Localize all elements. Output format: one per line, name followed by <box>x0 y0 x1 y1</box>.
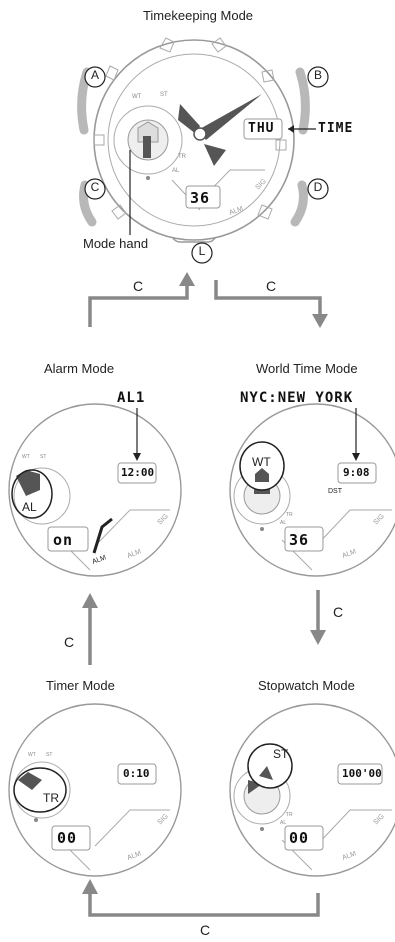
world-time-mode-mark: WT <box>252 455 271 469</box>
timer-mode-title: Timer Mode <box>46 678 115 693</box>
button-b-guard <box>295 67 310 135</box>
alarm-name-readout: AL1 <box>117 390 146 406</box>
stopwatch-seconds-readout: 00 <box>289 829 310 847</box>
hour-hand <box>178 104 200 134</box>
timer-watch: WT ST SIG ALM <box>8 703 182 877</box>
timer-mode-mark: TR <box>43 791 59 805</box>
time-callout: TIME <box>318 121 354 136</box>
world-seconds-readout: 36 <box>289 531 310 549</box>
day-display <box>243 118 283 140</box>
alarm-watch: WT ST ALM SIG ALM <box>8 403 182 577</box>
dst-label: DST <box>328 488 342 495</box>
svg-text:WT: WT <box>22 454 30 460</box>
world-time-mode-indicator <box>239 441 285 491</box>
alarm-time-readout: 12:00 <box>121 466 155 479</box>
seconds-display <box>185 185 221 209</box>
city-readout: NYC:NEW YORK <box>240 390 354 406</box>
button-d-guard <box>290 180 308 227</box>
button-d-label: D <box>313 180 323 194</box>
mode-hand <box>143 136 151 158</box>
svg-text:ALM: ALM <box>126 850 142 862</box>
stopwatch-mode-mark: ST <box>273 747 289 761</box>
button-c-label: C <box>90 180 100 194</box>
stopwatch-mode-title: Stopwatch Mode <box>258 678 355 693</box>
svg-text:WT: WT <box>132 94 142 100</box>
svg-text:ALM: ALM <box>91 554 107 566</box>
svg-text:AL: AL <box>280 520 286 526</box>
svg-text:AL: AL <box>172 168 180 174</box>
timer-mode-indicator <box>13 767 67 813</box>
arrow-label-c-3: C <box>64 634 75 650</box>
timer-time-readout: 0:10 <box>123 767 150 780</box>
svg-text:TR: TR <box>286 512 293 518</box>
minute-hand <box>198 94 262 140</box>
button-a-label: A <box>90 68 99 82</box>
timekeeping-mode-title: Timekeeping Mode <box>142 8 254 23</box>
svg-text:ST: ST <box>40 454 46 460</box>
world-time-readout: 9:08 <box>343 466 370 479</box>
button-a <box>84 66 106 88</box>
svg-text:ST: ST <box>160 92 168 98</box>
flow-arrows-top <box>88 280 322 327</box>
svg-text:TR: TR <box>286 812 293 818</box>
svg-text:WT: WT <box>28 752 36 758</box>
stopwatch-watch: TR AL SIG ALM <box>229 703 395 877</box>
timekeeping-watch: WT ST TR AL SIG ALM <box>77 37 329 264</box>
arrow-label-c-4: C <box>333 604 344 620</box>
svg-text:TR: TR <box>178 154 187 160</box>
world-time-mode-title: World Time Mode <box>256 361 358 376</box>
stopwatch-mode-indicator <box>247 743 293 789</box>
svg-text:AL: AL <box>280 820 286 826</box>
seconds-readout: 36 <box>190 189 211 207</box>
arrow-label-c-2: C <box>266 278 277 294</box>
arrow-label-c-1: C <box>133 278 144 294</box>
alarm-state-readout: on <box>53 531 74 549</box>
button-b <box>307 66 329 88</box>
stopwatch-time-readout: 100'00 <box>342 767 382 780</box>
svg-text:ALM: ALM <box>126 548 142 560</box>
svg-text:ALM: ALM <box>228 205 244 217</box>
svg-text:ST: ST <box>46 752 52 758</box>
svg-text:ALM: ALM <box>341 548 357 560</box>
button-c-guard <box>79 180 97 227</box>
alarm-mode-mark: AL <box>22 500 37 514</box>
timer-seconds-readout: 00 <box>57 829 78 847</box>
button-c <box>84 178 106 200</box>
alarm-mode-indicator <box>11 469 53 519</box>
mode-hand-callout: Mode hand <box>83 236 149 251</box>
world-time-watch: TR AL SIG ALM <box>229 403 395 577</box>
arrow-stopwatch-to-timer <box>88 893 320 917</box>
svg-text:ALM: ALM <box>341 850 357 862</box>
button-b-label: B <box>313 68 322 82</box>
day-readout: THU <box>248 121 275 136</box>
button-d <box>307 178 329 200</box>
button-l <box>191 242 213 264</box>
arrow-label-c-5: C <box>200 922 211 938</box>
button-l-label: L <box>198 244 206 258</box>
alarm-mode-title: Alarm Mode <box>44 361 115 376</box>
